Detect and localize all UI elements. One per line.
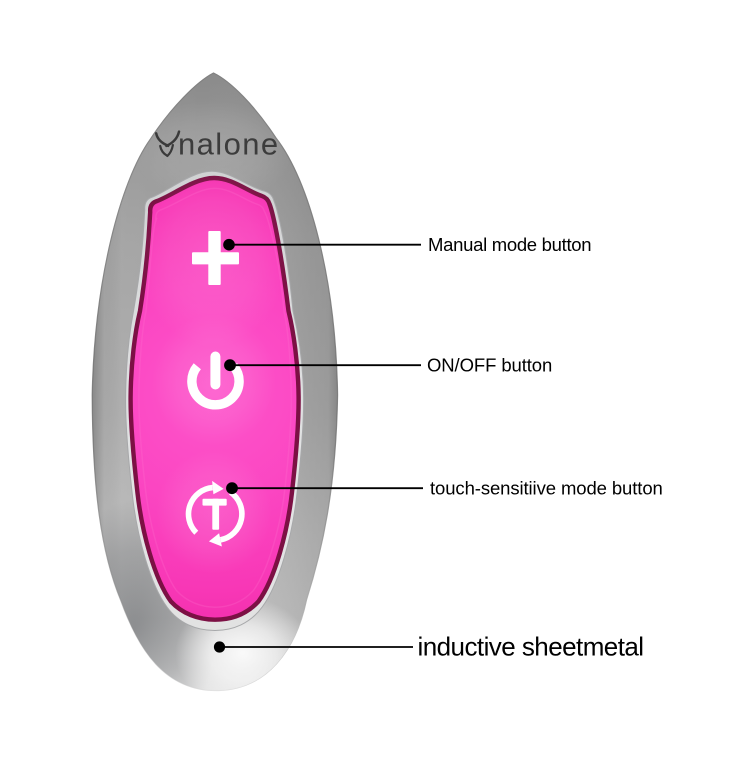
svg-text:ON/OFF button: ON/OFF button [427,355,552,376]
svg-text:nalone: nalone [178,127,280,162]
svg-text:inductive sheetmetal: inductive sheetmetal [418,632,644,662]
svg-text:Manual mode button: Manual mode button [428,234,591,255]
svg-text:touch-sensitiive mode button: touch-sensitiive mode button [430,478,663,499]
